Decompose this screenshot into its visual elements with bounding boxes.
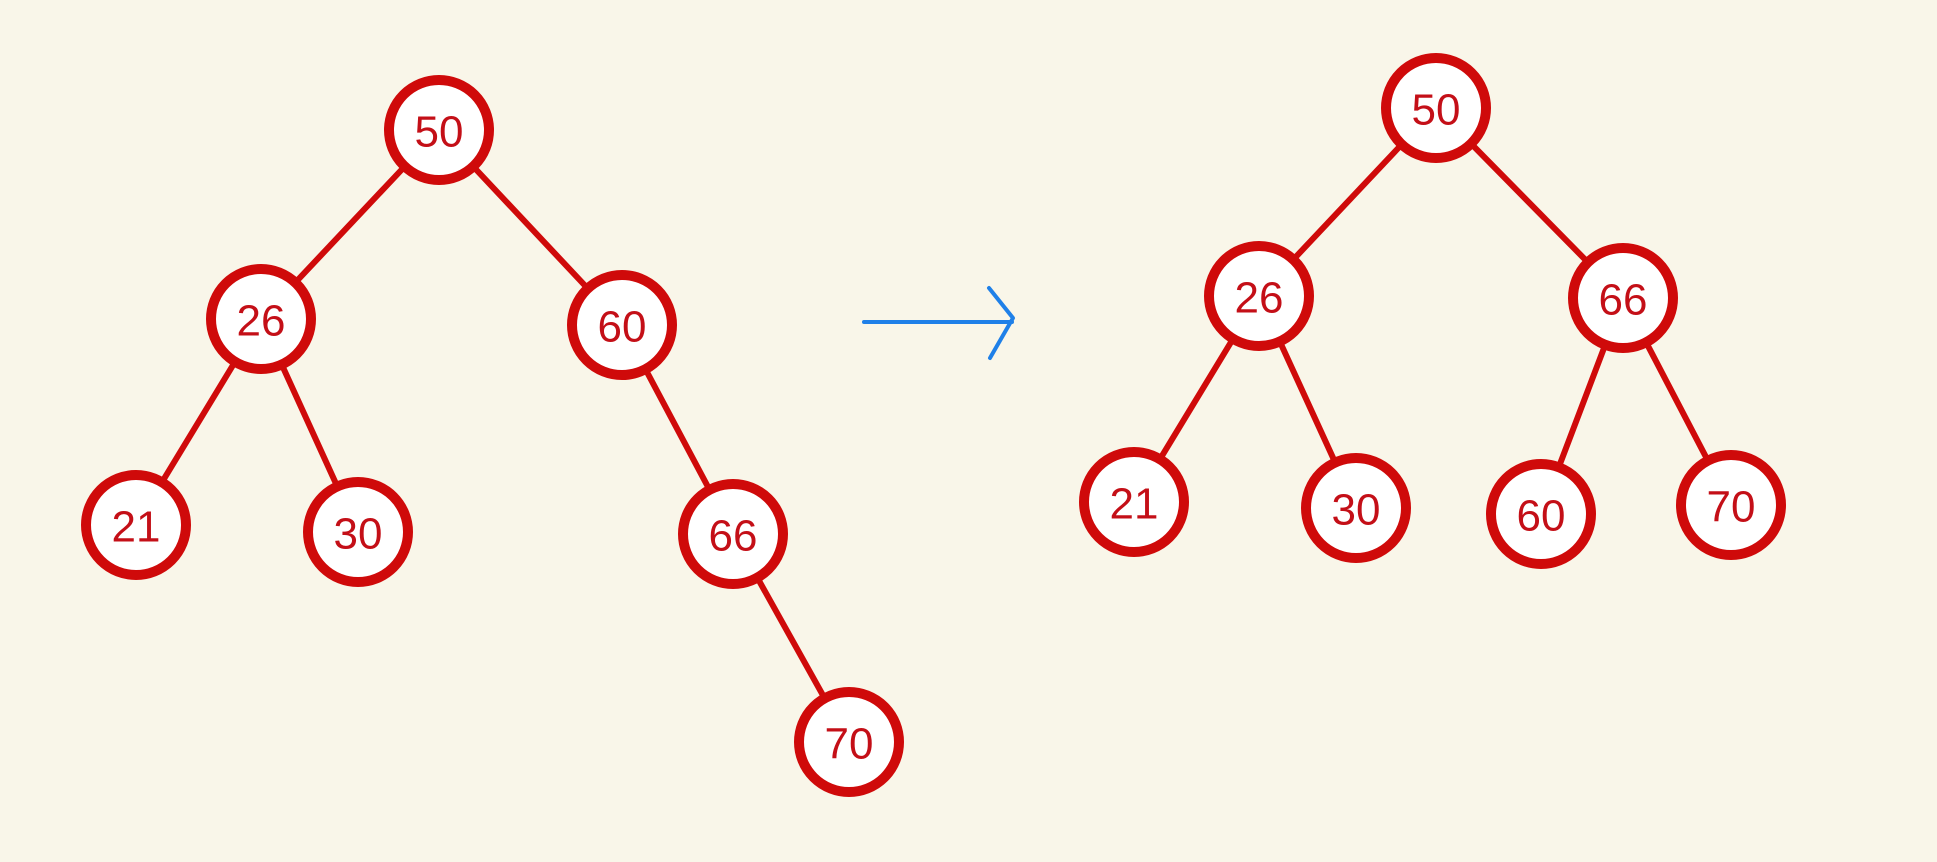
before-node-label: 60 xyxy=(598,303,647,352)
after-node-circle xyxy=(1568,243,1678,353)
after-node-circle xyxy=(1079,447,1189,557)
before-node-label: 21 xyxy=(112,503,161,552)
after-tree: 50 26 66 21 30 60 70 xyxy=(1079,53,1786,569)
before-node-label: 50 xyxy=(415,108,464,157)
before-node-70: 70 xyxy=(794,687,904,797)
after-node-circle xyxy=(1676,450,1786,560)
before-node-circle xyxy=(567,270,677,380)
after-node-circle xyxy=(1486,459,1596,569)
before-node-26: 26 xyxy=(206,264,316,374)
after-node-label: 26 xyxy=(1235,274,1284,323)
before-node-circle xyxy=(81,470,191,580)
after-node-21: 21 xyxy=(1079,447,1189,557)
after-node-label: 30 xyxy=(1332,486,1381,535)
after-node-label: 50 xyxy=(1412,86,1461,135)
after-node-label: 21 xyxy=(1110,480,1159,529)
before-node-circle xyxy=(206,264,316,374)
before-node-label: 70 xyxy=(825,720,874,769)
before-node-60: 60 xyxy=(567,270,677,380)
after-node-60: 60 xyxy=(1486,459,1596,569)
after-node-label: 60 xyxy=(1517,492,1566,541)
after-node-label: 66 xyxy=(1599,276,1648,325)
right-arrow-icon xyxy=(862,286,1015,360)
before-node-21: 21 xyxy=(81,470,191,580)
after-node-26: 26 xyxy=(1204,241,1314,351)
after-node-30: 30 xyxy=(1301,453,1411,563)
before-node-label: 26 xyxy=(237,297,286,346)
before-node-50: 50 xyxy=(384,75,494,185)
before-node-30: 30 xyxy=(303,477,413,587)
after-node-label: 70 xyxy=(1707,483,1756,532)
before-node-66: 66 xyxy=(678,479,788,589)
before-node-circle xyxy=(384,75,494,185)
after-node-66: 66 xyxy=(1568,243,1678,353)
after-node-70: 70 xyxy=(1676,450,1786,560)
after-node-circle xyxy=(1301,453,1411,563)
before-node-label: 66 xyxy=(709,512,758,561)
before-tree: 50 26 60 21 30 66 70 xyxy=(81,75,904,797)
before-node-circle xyxy=(303,477,413,587)
after-node-50: 50 xyxy=(1381,53,1491,163)
after-node-circle xyxy=(1204,241,1314,351)
before-node-label: 30 xyxy=(334,510,383,559)
after-node-circle xyxy=(1381,53,1491,163)
before-node-circle xyxy=(794,687,904,797)
before-node-circle xyxy=(678,479,788,589)
